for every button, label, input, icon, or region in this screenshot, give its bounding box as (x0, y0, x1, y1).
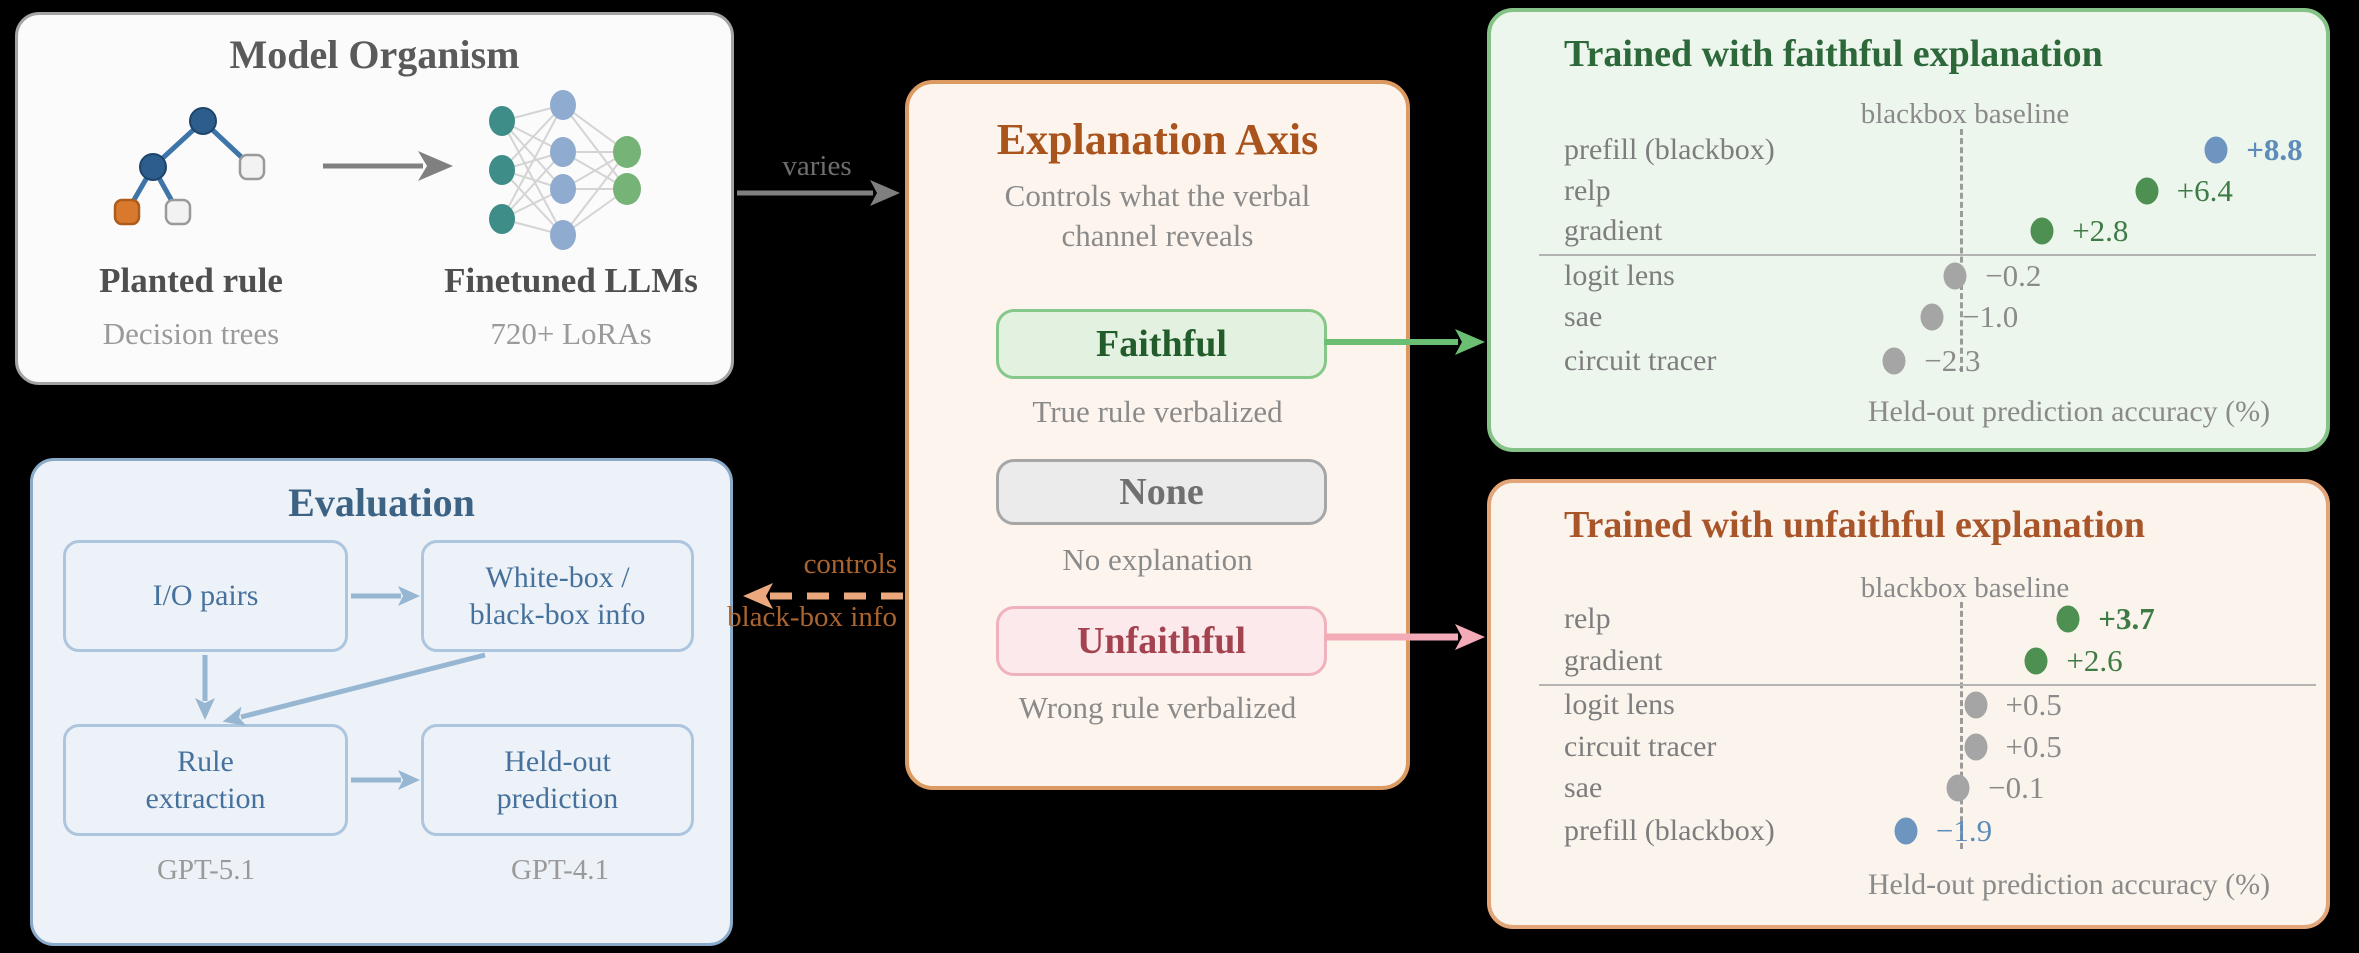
chart-row-label: sae (1564, 771, 1603, 804)
controls-label-line2: black-box info (727, 601, 897, 633)
decision-tree-icon (113, 107, 266, 226)
none-option-button[interactable]: None (996, 459, 1327, 525)
heldout-line1: Held-out (504, 744, 611, 778)
loras-sublabel: 720+ LoRAs (490, 316, 652, 351)
unfaithful-results-chart: Trained with unfaithful explanation blac… (1487, 479, 2330, 929)
chart-row-label: logit lens (1564, 259, 1675, 292)
x-axis-label: Held-out prediction accuracy (%) (1867, 395, 2271, 428)
chart-row-label: gradient (1564, 214, 1663, 247)
unfaithful-option-button[interactable]: Unfaithful (996, 606, 1327, 676)
chart-value-label: −2.3 (1924, 343, 1981, 378)
planted-rule-label: Planted rule (99, 261, 283, 300)
faithful-caption: True rule verbalized (1032, 394, 1283, 429)
evaluation-panel: Evaluation I/O pairs White-box / black-b… (30, 458, 733, 946)
neural-network-icon (489, 90, 641, 250)
chart-row-label: prefill (blackbox) (1564, 133, 1775, 166)
decision-trees-sublabel: Decision trees (102, 316, 280, 351)
chart-dot (1894, 817, 1918, 845)
chart-dot (1882, 347, 1906, 375)
chart-value-label: +8.8 (2246, 132, 2303, 167)
chart-title: Trained with faithful explanation (1564, 33, 2103, 75)
model-organism-panel: Model Organism (15, 12, 734, 385)
chart-dot (1964, 733, 1987, 761)
chart-value-label: +0.5 (2005, 729, 2062, 764)
chart-value-label: +3.7 (2098, 601, 2155, 636)
chart-dot (1964, 691, 1987, 719)
evaluation-arrows (195, 586, 486, 790)
chart-dot (2204, 136, 2228, 164)
heldout-line2: prediction (496, 782, 619, 815)
baseline-label: blackbox baseline (1860, 572, 2070, 604)
whitebox-label-line1: White-box / (485, 560, 630, 594)
io-pairs-node: I/O pairs (63, 540, 348, 652)
model-organism-figure (113, 90, 641, 250)
chart-row-label: gradient (1564, 644, 1663, 677)
chart-value-label: +6.4 (2176, 173, 2233, 208)
chart-value-label: −1.9 (1935, 813, 1993, 848)
none-caption: No explanation (1062, 542, 1253, 577)
unfaithful-caption: Wrong rule verbalized (1018, 690, 1297, 725)
finetune-arrow (323, 151, 453, 181)
chart-value-label: +2.6 (2066, 643, 2123, 678)
explanation-axis-subtitle-line2: channel reveals (1061, 218, 1254, 253)
baseline-label: blackbox baseline (1860, 98, 2070, 130)
chart-title: Trained with unfaithful explanation (1564, 504, 2146, 546)
heldout-prediction-node: Held-out prediction (421, 724, 694, 836)
model-organism-title: Model Organism (229, 32, 520, 77)
evaluation-title: Evaluation (288, 480, 475, 525)
chart-dot (2030, 217, 2054, 245)
chart-row-label: logit lens (1564, 688, 1675, 721)
chart-dot (2135, 177, 2159, 205)
chart-row-label: circuit tracer (1564, 344, 1717, 377)
chart-value-label: +2.8 (2072, 213, 2129, 248)
explanation-axis-title: Explanation Axis (996, 115, 1319, 164)
chart-value-label: −0.2 (1985, 258, 2042, 293)
chart-value-label: +0.5 (2005, 687, 2062, 722)
io-pairs-label: I/O pairs (152, 579, 259, 613)
chart-dot (2056, 605, 2080, 633)
chart-dot (2024, 647, 2048, 675)
separator-line (1539, 254, 2316, 256)
whitebox-label-line2: black-box info (469, 598, 646, 631)
explanation-axis-panel: Explanation Axis Controls what the verba… (905, 80, 1410, 790)
faithful-results-chart: Trained with faithful explanation blackb… (1487, 8, 2330, 452)
baseline-dashed-line (1960, 602, 1963, 849)
prediction-model-label: GPT-4.1 (510, 854, 610, 886)
chart-row-label: relp (1564, 174, 1611, 207)
chart-row-label: prefill (blackbox) (1564, 814, 1775, 847)
varies-label: varies (782, 150, 852, 182)
explanation-axis-subtitle-line1: Controls what the verbal (1004, 178, 1311, 213)
chart-row-label: circuit tracer (1564, 730, 1717, 763)
rule-extraction-model-label: GPT-5.1 (156, 854, 256, 886)
chart-dot (1946, 774, 1970, 802)
finetuned-llms-label: Finetuned LLMs (444, 261, 698, 300)
controls-label-line1: controls (803, 548, 897, 580)
rule-extraction-line2: extraction (145, 782, 266, 815)
rule-extraction-line1: Rule (177, 744, 234, 778)
chart-dot (1943, 262, 1967, 290)
chart-value-label: −1.0 (1962, 299, 2019, 334)
chart-row-label: relp (1564, 602, 1611, 635)
baseline-dashed-line (1960, 129, 1963, 372)
rule-extraction-node: Rule extraction (63, 724, 348, 836)
chart-value-label: −0.1 (1988, 770, 2045, 805)
whitebox-info-node: White-box / black-box info (421, 540, 694, 652)
faithful-option-button[interactable]: Faithful (996, 309, 1327, 379)
x-axis-label: Held-out prediction accuracy (%) (1867, 868, 2271, 901)
chart-row-label: sae (1564, 300, 1603, 333)
separator-line (1539, 684, 2316, 686)
chart-dot (1920, 303, 1944, 331)
